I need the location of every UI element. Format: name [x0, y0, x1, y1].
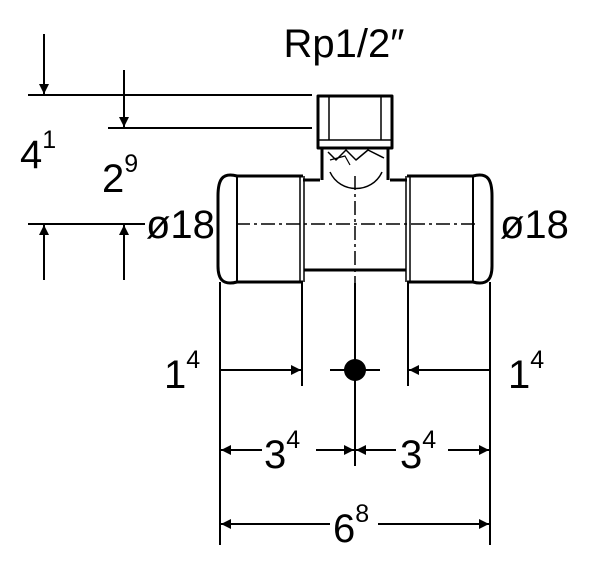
thread-size-title: Rp1/2″: [284, 22, 405, 66]
diameter-left-label: ø18: [146, 203, 215, 247]
diameter-right-label: ø18: [500, 203, 569, 247]
insertion-left-label: 14: [164, 346, 200, 397]
height-dimension-lines: [28, 34, 312, 280]
center-point-dot: [344, 359, 366, 381]
insertion-right-label: 14: [508, 346, 544, 397]
branch-neck: [320, 148, 390, 180]
overall-length-label: 68: [333, 500, 369, 551]
left-press-end: [216, 173, 238, 285]
half-left-label: 34: [264, 426, 300, 477]
tee-fitting-body: [216, 94, 494, 285]
half-right-label: 34: [400, 426, 436, 477]
right-press-end: [472, 173, 494, 285]
socket-height-label: 41: [20, 126, 56, 177]
threaded-socket: [316, 94, 394, 150]
thread-height-label: 29: [102, 150, 138, 201]
